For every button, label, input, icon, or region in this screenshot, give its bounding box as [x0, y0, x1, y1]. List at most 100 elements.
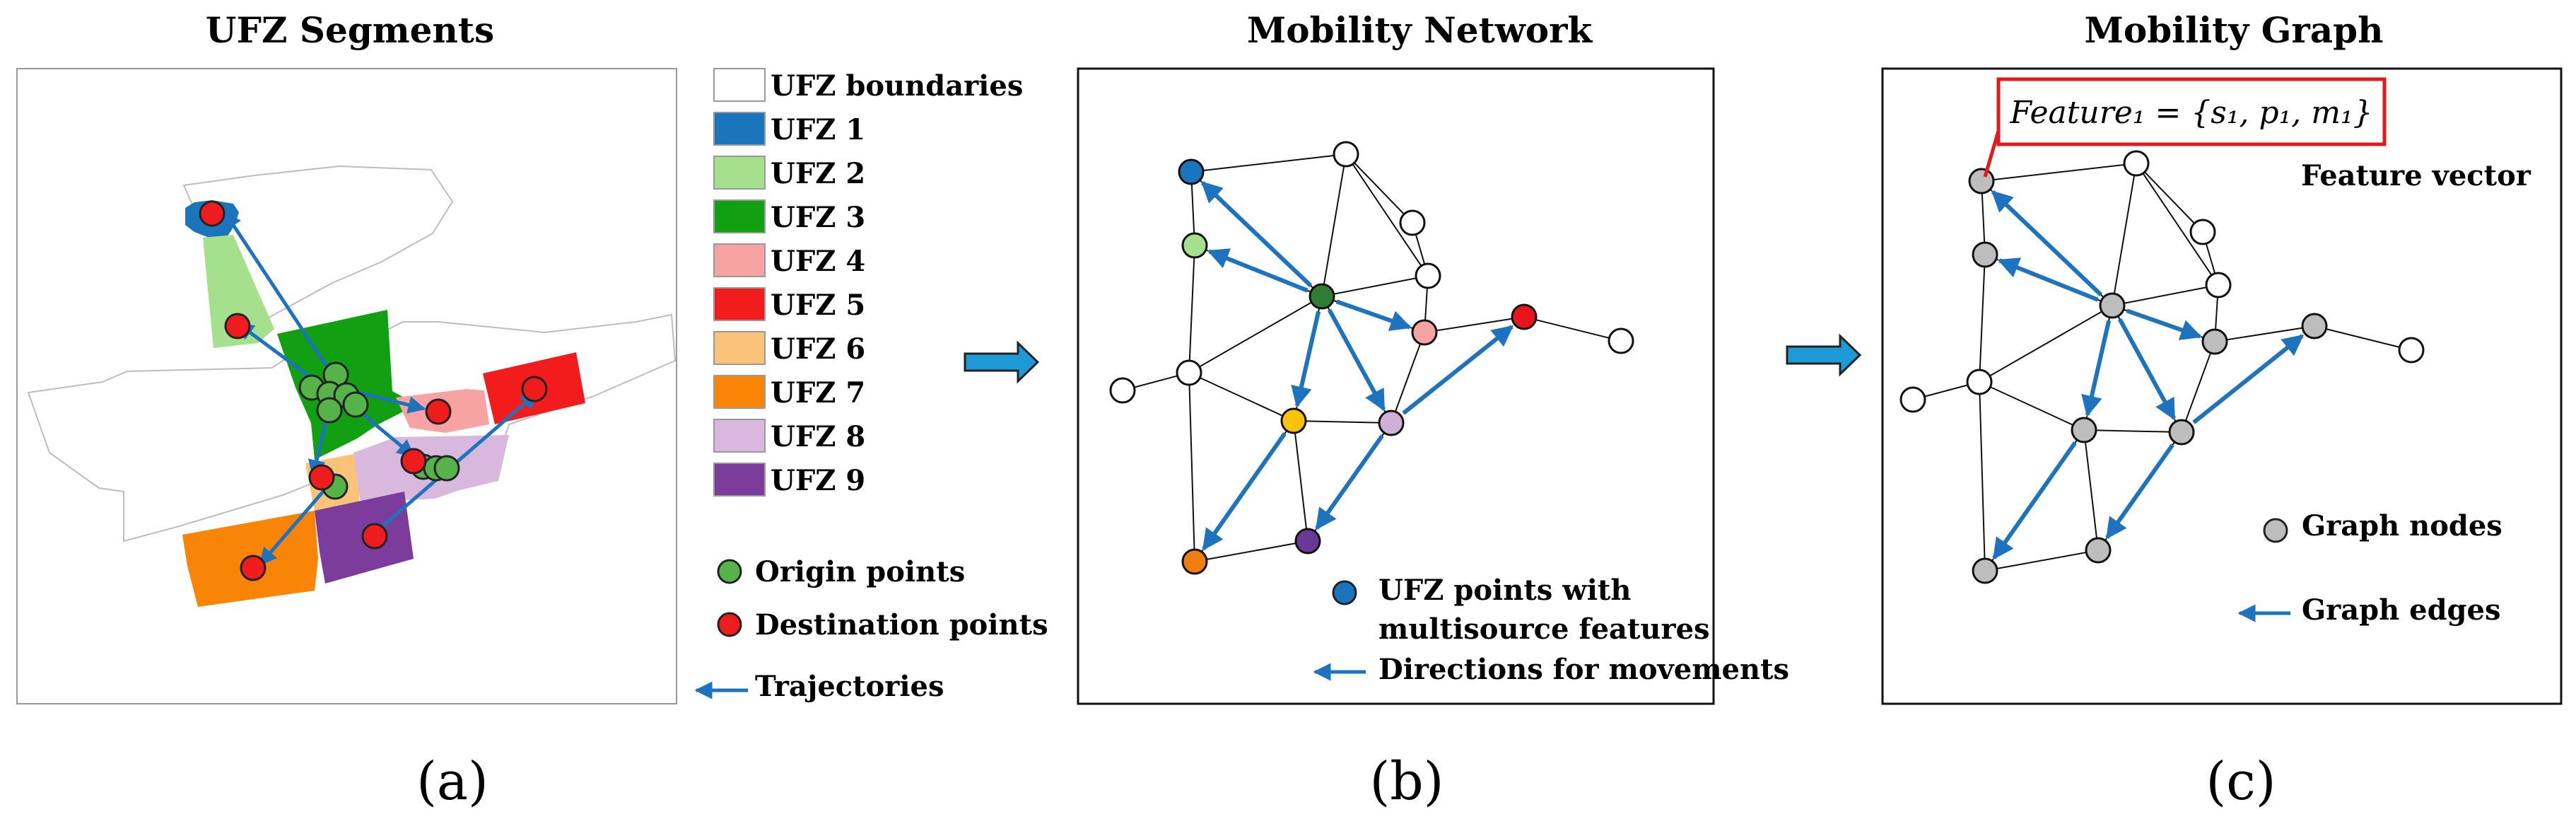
destination-legend-label: Destination points — [755, 608, 1048, 642]
graph-node — [1972, 557, 1998, 584]
legend-item-ufz-5: UFZ 5 — [713, 287, 865, 322]
network-edge — [1981, 163, 2137, 182]
network-edge — [2314, 325, 2412, 351]
panel-b-title: Mobility Network — [1247, 9, 1593, 51]
ufz-node — [1411, 319, 1438, 346]
legend-label: UFZ 8 — [771, 420, 865, 453]
legend-item-ufz-4: UFZ 4 — [713, 243, 865, 278]
legend-label: UFZ 6 — [771, 332, 865, 366]
movement-arrow — [1202, 432, 1287, 551]
movement-arrow — [2192, 334, 2305, 424]
feature-formula: Feature₁ = {s₁, p₁, m₁} — [2009, 95, 2372, 131]
ufz-node — [1109, 377, 1136, 404]
feature-pointer — [1983, 130, 2001, 178]
network-edge — [1979, 381, 2085, 431]
movement-arrow — [2081, 320, 2112, 417]
graph-node — [2123, 150, 2150, 177]
trajectories-legend-label: Trajectories — [755, 670, 944, 703]
movement-arrow — [2117, 318, 2177, 421]
graph-node — [2071, 417, 2097, 443]
panel-a-title: UFZ Segments — [206, 9, 494, 51]
ufz-2-area — [203, 235, 274, 348]
graph-nodes-legend-item: Graph nodes — [2263, 509, 2502, 543]
legend-label: UFZ boundaries — [771, 69, 1023, 103]
legend-item-ufz-boundaries: UFZ boundaries — [713, 68, 1023, 103]
directions-legend-label: Directions for movements — [1378, 653, 1789, 686]
ufz-node — [1511, 303, 1538, 330]
movement-arrow — [2126, 308, 2203, 340]
legend-item-ufz-3: UFZ 3 — [713, 199, 865, 234]
panel-c-title: Mobility Graph — [2085, 9, 2384, 51]
legend-swatch — [713, 199, 766, 233]
panel-c-caption: (c) — [2206, 751, 2276, 812]
destination-legend-item: Destination points — [717, 608, 1048, 642]
network-edge — [1979, 254, 1986, 383]
legend-label: UFZ 7 — [771, 376, 865, 410]
legend-swatch — [713, 287, 766, 321]
network-edge — [1345, 153, 1429, 277]
ufz-node — [1309, 283, 1335, 310]
destination-legend-icon — [717, 612, 742, 637]
mobility-graph — [1899, 150, 2425, 584]
network-edge — [2083, 429, 2182, 433]
legend-swatch — [713, 463, 766, 497]
trajectories-legend-item: Trajectories — [694, 670, 944, 703]
movement-arrow — [1207, 248, 1309, 293]
mobility-network — [1109, 141, 1634, 575]
network-edge — [1979, 305, 2113, 383]
movement-arrow — [2105, 443, 2174, 540]
graph-node — [1899, 386, 1926, 413]
graph-edges-legend-item: Graph edges — [2237, 593, 2500, 627]
network-edge — [1188, 296, 1323, 373]
network-edge — [2214, 325, 2315, 342]
network-edge — [1984, 550, 2099, 571]
graph-node — [2085, 537, 2112, 564]
graph-node — [2099, 292, 2126, 319]
panel-a-caption: (a) — [416, 751, 488, 812]
ufz-node — [1399, 209, 1426, 236]
graph-node-legend-icon — [2263, 518, 2288, 543]
legend-swatch — [713, 68, 766, 102]
graph-node — [1972, 241, 1998, 268]
movement-arrow — [1992, 441, 2077, 560]
legend-label: UFZ 4 — [771, 245, 865, 278]
network-edge — [1424, 316, 1525, 333]
movement-arrow — [1327, 308, 1386, 412]
graph-edges-legend-label: Graph edges — [2302, 593, 2500, 627]
network-edge — [1391, 332, 1425, 424]
ufz-node — [1178, 158, 1205, 185]
panel-c-frame — [1881, 67, 2563, 705]
legend-label: UFZ 3 — [771, 201, 865, 234]
movement-arrow — [1402, 325, 1514, 415]
legend-label: UFZ 1 — [771, 113, 865, 146]
legend-swatch — [713, 331, 766, 365]
ufz-node — [1333, 141, 1359, 168]
legend-swatch — [713, 419, 766, 453]
movement-arrow — [1291, 311, 1321, 408]
origin-legend-label: Origin points — [755, 555, 965, 588]
panel-b-frame — [1077, 67, 1715, 705]
movement-arrow — [1335, 299, 1412, 331]
graph-node — [2398, 337, 2425, 364]
ufz-node — [1176, 359, 1202, 386]
network-edge — [1188, 372, 1195, 562]
legend-swatch — [713, 112, 766, 146]
ufz-points-legend-line2: multisource features — [1378, 613, 1710, 646]
graph-node — [2301, 313, 2328, 340]
network-edge — [2181, 341, 2215, 433]
network-edge — [1188, 245, 1195, 373]
ufz-points-legend-line1: UFZ points with — [1378, 574, 1631, 607]
legend-item-ufz-6: UFZ 6 — [713, 331, 865, 366]
network-edge — [1321, 153, 1347, 297]
network-edge — [1190, 153, 1347, 173]
ufz-node — [1608, 327, 1634, 354]
network-edge — [1345, 153, 1413, 224]
legend-label: UFZ 9 — [771, 464, 865, 497]
legend-swatch — [713, 375, 766, 409]
directions-legend-item: Directions for movements — [1313, 653, 1789, 686]
origin-legend-item: Origin points — [717, 555, 965, 588]
destination-points — [199, 200, 548, 581]
legend-item-ufz-1: UFZ 1 — [713, 112, 865, 146]
ufz-node — [1294, 528, 1321, 555]
